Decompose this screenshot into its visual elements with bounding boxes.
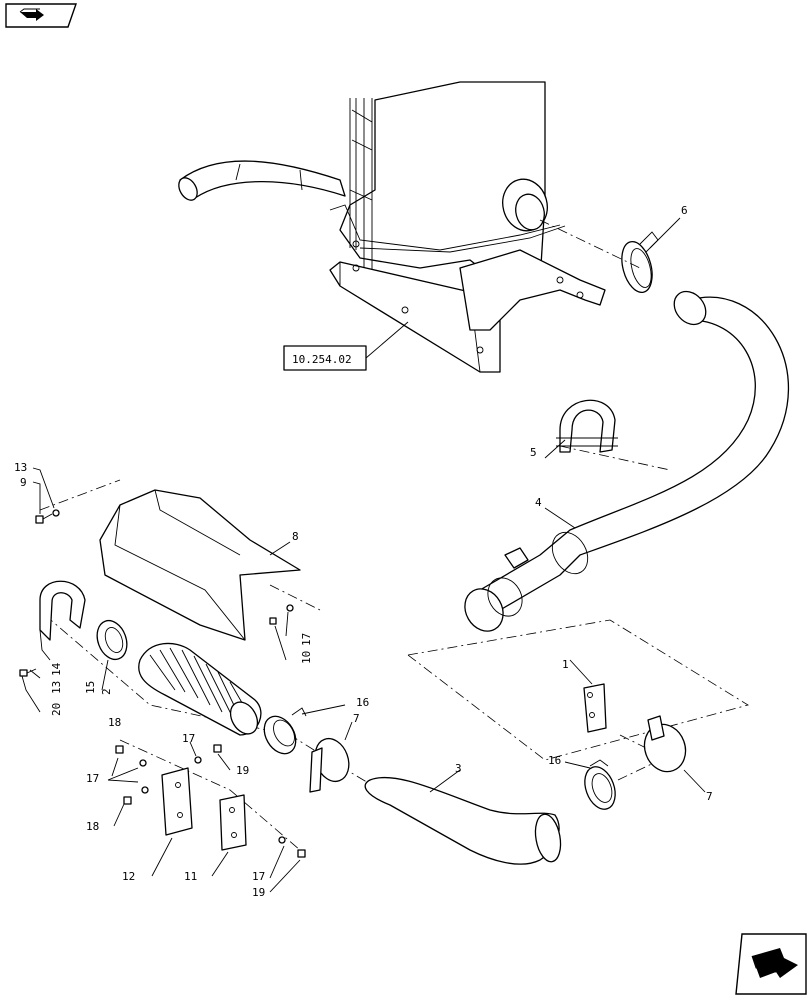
- callout-10: 10: [300, 651, 313, 664]
- callout-17-bottom: 17: [252, 870, 265, 883]
- part-15-band-clamp: [96, 619, 128, 691]
- callout-13-top: 13: [14, 461, 27, 474]
- callout-15: 15: [84, 681, 97, 694]
- part-14-clamp: [39, 580, 86, 661]
- callout-17-upper: 17: [300, 633, 313, 646]
- nut-18a: [115, 745, 124, 754]
- callout-19-top: 19: [236, 764, 249, 777]
- callout-11: 11: [184, 870, 197, 883]
- callout-13-bottom: 13: [50, 681, 63, 694]
- reference-box-label: 10.254.02: [292, 353, 352, 366]
- intake-hose: [178, 160, 346, 201]
- part-12-bracket: [151, 767, 193, 877]
- callout-14: 14: [50, 662, 63, 676]
- muffler-housing: [329, 81, 606, 373]
- washer-17d: [194, 756, 202, 764]
- part-16-clamp-right: [564, 759, 616, 810]
- part-8-heat-shield: [99, 489, 301, 641]
- callout-19-bottom: 19: [252, 886, 265, 899]
- callout-3: 3: [455, 762, 462, 775]
- nav-next-icon[interactable]: [735, 933, 807, 995]
- callout-18-bottom: 18: [86, 820, 99, 833]
- fasteners: [19, 509, 306, 858]
- callout-7-left: 7: [353, 712, 360, 725]
- part-2-flex-pipe: [138, 642, 262, 736]
- bolt-10: [269, 617, 277, 625]
- fastener-leaders: [21, 467, 301, 893]
- callout-9: 9: [20, 476, 27, 489]
- part-7-bracket-right: [643, 715, 706, 793]
- callout-5: 5: [530, 446, 537, 459]
- callout-16-right: 16: [548, 754, 561, 767]
- callout-12: 12: [122, 870, 135, 883]
- washer-17c: [141, 786, 149, 794]
- callout-7-right: 7: [706, 790, 713, 803]
- callout-16-upper: 16: [356, 696, 369, 709]
- callout-4: 4: [535, 496, 542, 509]
- part-3-curved-pipe: [364, 769, 562, 865]
- nut-18b: [123, 796, 132, 805]
- callout-6: 6: [681, 204, 688, 217]
- washer-17a: [286, 604, 294, 612]
- callout-17-mid: 17: [182, 732, 195, 745]
- part-16-clamp-upper: [263, 704, 346, 755]
- washer-17e: [278, 836, 286, 844]
- part-5-u-clamp: [544, 399, 618, 459]
- part-6-clamp: [621, 217, 681, 294]
- callout-1: 1: [562, 658, 569, 671]
- nav-return-icon[interactable]: [5, 3, 77, 28]
- part-11-bracket: [211, 794, 247, 877]
- bolt-9: [35, 513, 53, 524]
- washer-17b: [139, 759, 147, 767]
- reference-box[interactable]: 10.254.02: [283, 321, 409, 371]
- washer-13a: [52, 509, 60, 517]
- bolt-19b: [297, 849, 306, 858]
- bolt-19a: [213, 744, 222, 753]
- callout-18-top: 18: [108, 716, 121, 729]
- part-4-exhaust-pipe: [464, 290, 789, 632]
- callout-8: 8: [292, 530, 299, 543]
- callout-20: 20: [50, 703, 63, 716]
- callout-17-left: 17: [86, 772, 99, 785]
- callout-2: 2: [100, 688, 113, 695]
- callout-labels: 1 2 3 4 5 6 7 7 8 9 10 11 12 13 13 14 15…: [14, 204, 713, 899]
- part-7-bracket-left: [309, 721, 353, 793]
- part-1-bracket: [569, 659, 607, 733]
